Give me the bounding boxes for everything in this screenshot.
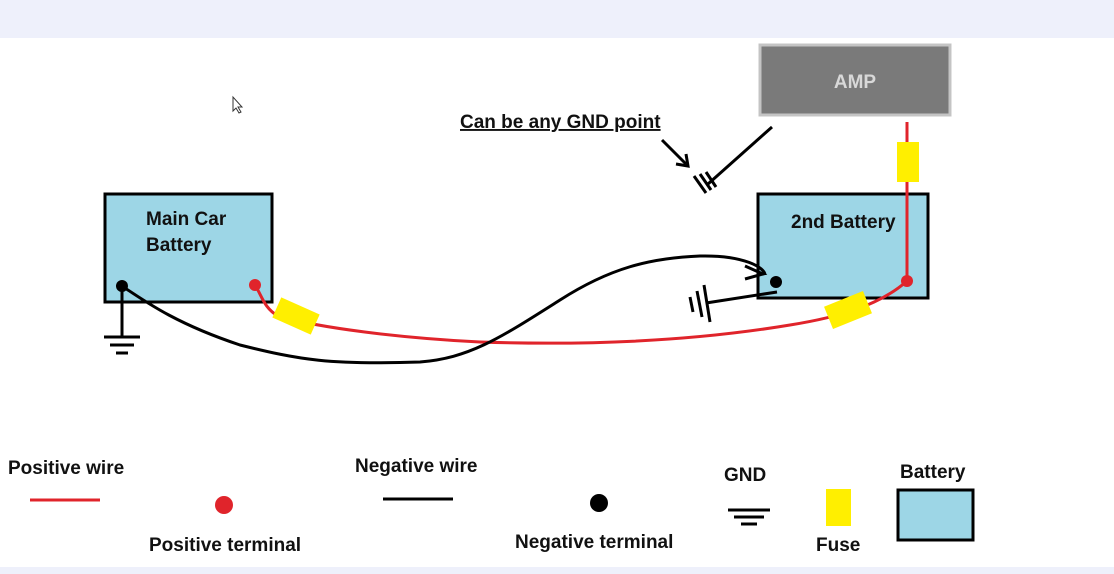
second-battery-ground-wire <box>705 290 778 305</box>
main-battery-ground-symbol <box>104 335 140 355</box>
main-battery-fuse <box>272 297 320 335</box>
legend-positive-terminal-label: Positive terminal <box>149 535 301 556</box>
second-battery-fuse <box>824 291 872 329</box>
main-battery-label-line1: Main Car <box>146 209 227 230</box>
amp-label: AMP <box>834 72 877 93</box>
amp-box <box>758 43 952 117</box>
cursor-icon <box>232 95 244 114</box>
legend: Positive wire Positive terminal Negative… <box>8 456 975 556</box>
gnd-note-arrow <box>660 138 688 166</box>
amp-ground-wire <box>707 125 773 186</box>
main-battery-label-line2: Battery <box>146 235 212 256</box>
legend-gnd-sample <box>728 508 770 526</box>
second-battery-label: 2nd Battery <box>791 212 896 233</box>
legend-gnd-label: GND <box>724 465 766 486</box>
second-battery <box>756 192 930 300</box>
gnd-note-arrowhead <box>675 153 690 168</box>
legend-positive-terminal-sample <box>215 496 233 514</box>
negative-wire-arrowhead <box>744 264 768 281</box>
legend-fuse-sample <box>826 489 851 526</box>
second-battery-positive-terminal <box>901 275 913 287</box>
amp-ground-symbol <box>692 171 718 194</box>
amp-fuse <box>897 142 919 182</box>
gnd-note-label: Can be any GND point <box>460 112 661 133</box>
main-battery <box>103 192 274 304</box>
legend-battery-sample <box>896 488 975 542</box>
legend-fuse-label: Fuse <box>816 535 860 556</box>
legend-positive-wire-label: Positive wire <box>8 458 124 479</box>
legend-battery-label: Battery <box>900 462 966 483</box>
second-battery-ground-symbol <box>688 284 712 323</box>
legend-negative-terminal-sample <box>590 494 608 512</box>
second-battery-negative-terminal <box>770 276 782 288</box>
legend-negative-wire-label: Negative wire <box>355 456 478 477</box>
main-battery-positive-terminal <box>249 279 261 291</box>
negative-wire-between-batteries <box>121 254 767 365</box>
legend-negative-terminal-label: Negative terminal <box>515 532 673 553</box>
